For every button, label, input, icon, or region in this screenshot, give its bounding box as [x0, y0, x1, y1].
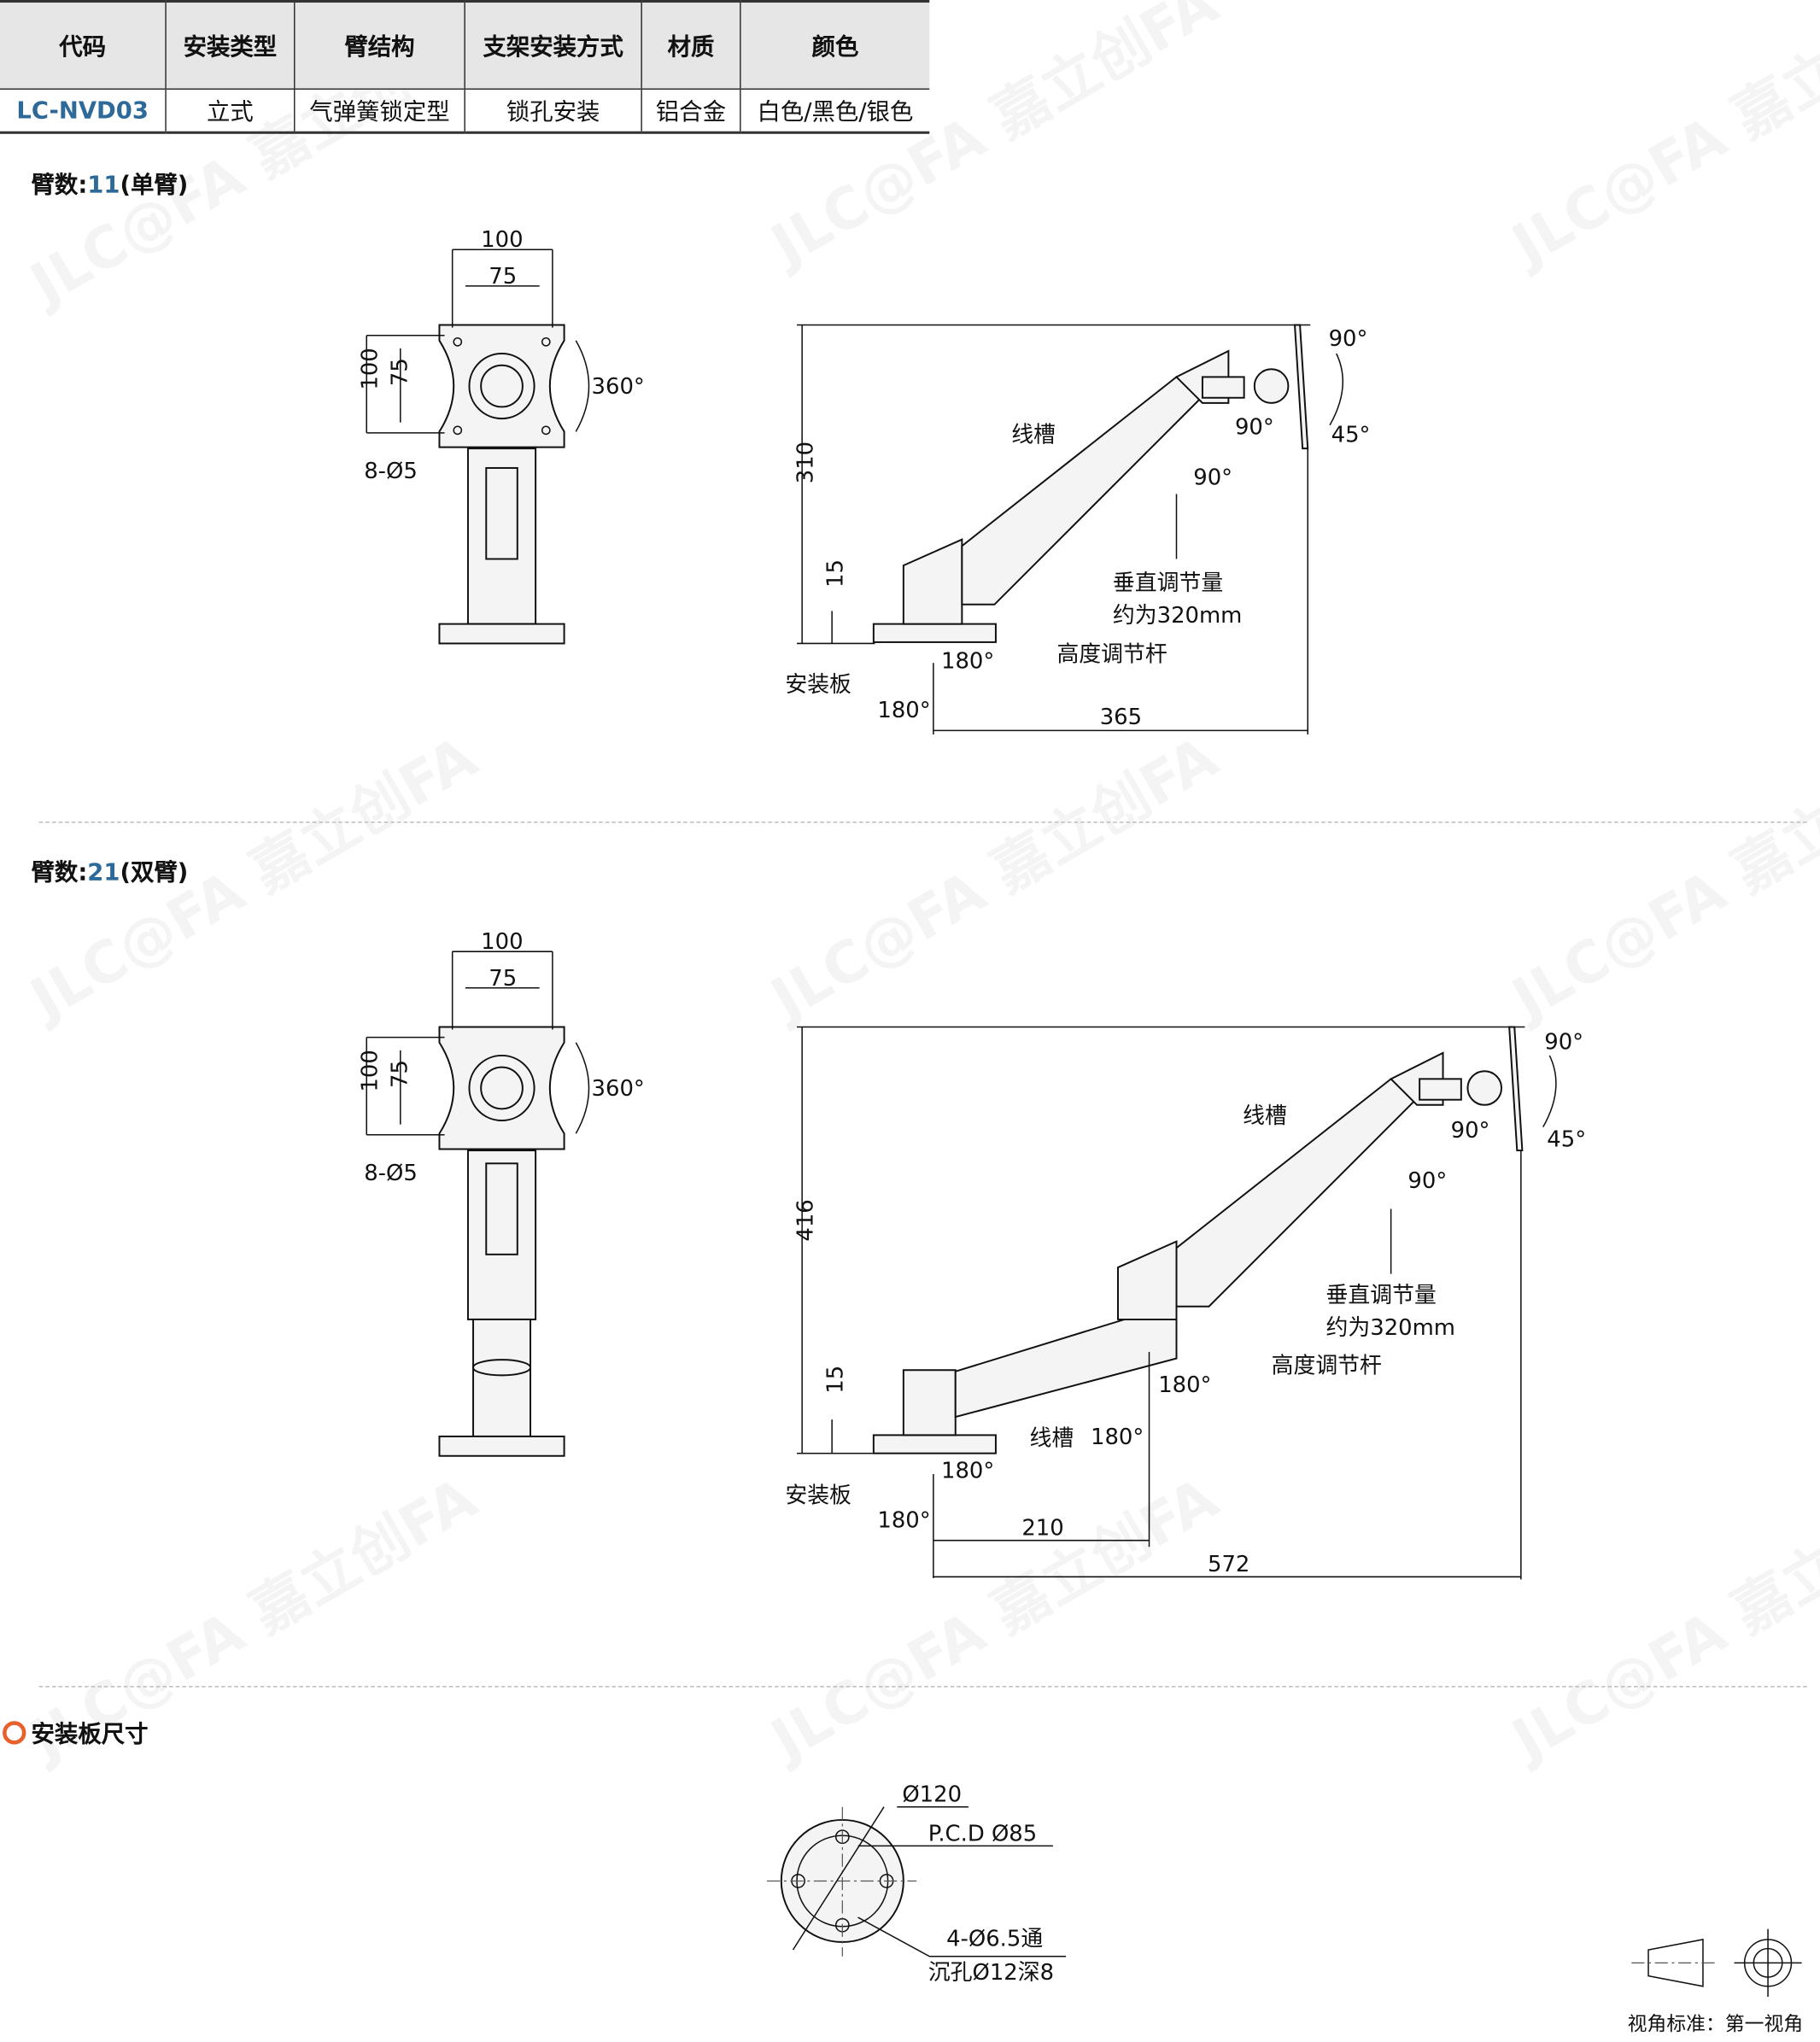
first-angle-projection-icon [1631, 1928, 1802, 1997]
vertical-adjust-value: 约为320mm [1326, 1315, 1455, 1341]
dim-reach: 365 [1100, 705, 1142, 730]
side-view-single: 310 15 365 线槽 90° 45° 90° 90° 垂直调节量 约为32… [785, 324, 1371, 734]
rotation-label: 180° [1091, 1425, 1144, 1450]
rotation-label: 360° [592, 374, 645, 400]
label: 臂数: [31, 859, 88, 887]
dim-width-100: 100 [481, 929, 523, 955]
groove-label: 线槽 [1243, 1103, 1287, 1129]
dim-height: 416 [793, 1199, 818, 1241]
base-plate-label: 安装板 [785, 672, 851, 698]
projection-standard: 视角标准：第一视角 [1627, 2012, 1804, 2036]
circle-bullet-icon [3, 1721, 26, 1745]
swivel-label: 90° [1451, 1118, 1490, 1144]
diameter-label: Ø120 [902, 1782, 962, 1808]
label: (双臂) [120, 859, 189, 887]
cell-code: LC-NVD03 [0, 88, 167, 134]
col-header: 材质 [641, 0, 741, 90]
counterbore-label: 沉孔Ø12深8 [928, 1960, 1054, 1986]
label: (单臂) [120, 171, 189, 199]
pcd-label: P.C.D Ø85 [928, 1821, 1037, 1846]
tilt-up-label: 90° [1329, 326, 1368, 352]
side-view-double: 416 15 210 572 线槽 90° 45° 90° 90° 垂直调节量 … [785, 1026, 1586, 1580]
dim-height-100: 100 [357, 348, 383, 389]
label: 臂数: [31, 171, 88, 199]
front-view-double: 100 75 100 75 360° 8-Ø5 [357, 929, 645, 1457]
swivel-label: 90° [1193, 465, 1232, 491]
vertical-adjust-value: 约为320mm [1113, 603, 1242, 629]
holes-label: 8-Ø5 [364, 459, 418, 484]
mounting-plate-drawing: Ø120 P.C.D Ø85 4-Ø6.5通 沉孔Ø12深8 [767, 1782, 1067, 1986]
dim-height-100: 100 [357, 1050, 383, 1091]
tilt-up-label: 90° [1544, 1029, 1583, 1055]
dim-width-75: 75 [489, 264, 517, 290]
height-lever-label: 高度调节杆 [1272, 1353, 1382, 1378]
cell: 立式 [166, 88, 296, 134]
arm-count-single: 臂数:11(单臂) [32, 167, 189, 201]
col-header: 支架安装方式 [465, 0, 642, 90]
dim-plate: 15 [822, 559, 848, 588]
holes-label: 4-Ø6.5通 [946, 1927, 1043, 1952]
tilt-down-label: 45° [1547, 1126, 1586, 1152]
col-header: 臂结构 [294, 0, 465, 90]
dim-reach-inner: 210 [1021, 1516, 1063, 1542]
groove-label: 线槽 [1030, 1426, 1074, 1452]
value: 21 [87, 859, 120, 887]
divider [38, 1686, 1807, 1688]
dim-height-75: 75 [387, 1060, 413, 1088]
rotation-label: 180° [941, 1459, 994, 1484]
dim-height: 310 [793, 442, 818, 483]
cell: 气弹簧锁定型 [294, 88, 465, 134]
value: 11 [87, 171, 120, 199]
rotation-label: 360° [592, 1076, 645, 1102]
swivel-label: 90° [1407, 1168, 1447, 1194]
rotation-label: 180° [941, 648, 994, 674]
rotation-label: 180° [877, 698, 930, 723]
col-header: 代码 [0, 0, 167, 90]
groove-label: 线槽 [1011, 423, 1056, 448]
height-lever-label: 高度调节杆 [1056, 642, 1167, 668]
rotation-label: 180° [877, 1507, 930, 1533]
front-view-single: 100 75 100 75 360° 8-Ø5 [357, 227, 645, 645]
base-plate-label: 安装板 [785, 1483, 851, 1509]
rotation-label: 180° [1158, 1372, 1211, 1398]
section-title: 安装板尺寸 [3, 1716, 149, 1750]
vertical-adjust-label: 垂直调节量 [1113, 570, 1223, 596]
title: 安装板尺寸 [31, 1721, 149, 1749]
col-header: 安装类型 [166, 0, 296, 90]
dim-height-75: 75 [387, 358, 413, 386]
dim-width-75: 75 [489, 966, 517, 992]
holes-label: 8-Ø5 [364, 1161, 418, 1186]
cell: 锁孔安装 [465, 88, 642, 134]
dim-reach-total: 572 [1208, 1552, 1249, 1577]
col-header: 颜色 [740, 0, 930, 90]
dim-plate: 15 [822, 1366, 848, 1394]
tilt-down-label: 45° [1331, 423, 1371, 448]
vertical-adjust-label: 垂直调节量 [1326, 1283, 1437, 1308]
arm-count-double: 臂数:21(双臂) [32, 854, 189, 888]
dim-width-100: 100 [481, 227, 523, 253]
spec-table: 代码 安装类型 臂结构 支架安装方式 材质 颜色 LC-NVD03 立式 气弹簧… [0, 0, 930, 134]
swivel-label: 90° [1235, 414, 1274, 440]
table-header-row: 代码 安装类型 臂结构 支架安装方式 材质 颜色 [0, 0, 930, 90]
cell: 铝合金 [641, 88, 741, 134]
table-row: LC-NVD03 立式 气弹簧锁定型 锁孔安装 铝合金 白色/黑色/银色 [0, 88, 930, 134]
divider [38, 821, 1807, 823]
cell: 白色/黑色/银色 [740, 88, 930, 134]
